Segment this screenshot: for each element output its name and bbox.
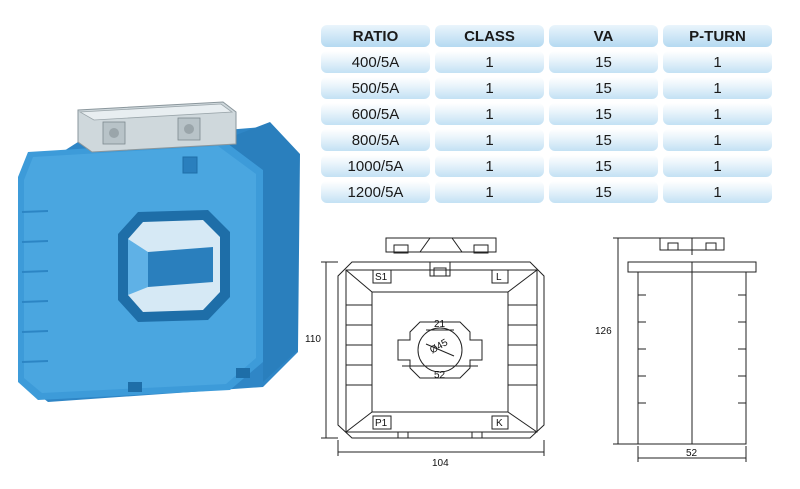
cell-va: 15 (549, 77, 658, 99)
table-row: 800/5A 1 15 1 (321, 129, 777, 155)
window-top-label: 21 (434, 319, 446, 330)
front-height-label: 110 (305, 334, 321, 345)
cell-class: 1 (435, 51, 544, 73)
table-row: 1000/5A 1 15 1 (321, 155, 777, 181)
front-view-labels: 110 104 21 52 Ø45 S1 L P1 K (305, 272, 503, 469)
cell-p-turn: 1 (663, 129, 772, 151)
table-row: 1200/5A 1 15 1 (321, 181, 777, 207)
terminal-p1-label: P1 (375, 418, 388, 429)
front-width-label: 104 (432, 458, 449, 469)
side-view-drawing (613, 237, 757, 462)
cell-ratio: 600/5A (321, 103, 430, 125)
header-p-turn: P-TURN (663, 25, 772, 47)
terminal-cover (77, 101, 237, 153)
table-row: 500/5A 1 15 1 (321, 77, 777, 103)
side-height-label: 126 (595, 326, 612, 337)
cell-p-turn: 1 (663, 103, 772, 125)
window-width-label: 52 (434, 370, 446, 381)
header-class: CLASS (435, 25, 544, 47)
cell-va: 15 (549, 103, 658, 125)
cell-ratio: 400/5A (321, 51, 430, 73)
cell-va: 15 (549, 155, 658, 177)
cell-ratio: 800/5A (321, 129, 430, 151)
cell-p-turn: 1 (663, 155, 772, 177)
current-transformer-photo (18, 101, 300, 402)
cell-class: 1 (435, 129, 544, 151)
terminal-s1-label: S1 (375, 272, 388, 283)
cell-p-turn: 1 (663, 77, 772, 99)
cell-ratio: 500/5A (321, 77, 430, 99)
cell-va: 15 (549, 129, 658, 151)
side-width-label: 52 (686, 448, 698, 459)
side-view-labels: 126 52 (595, 326, 698, 459)
table-row: 400/5A 1 15 1 (321, 51, 777, 77)
table-row: 600/5A 1 15 1 (321, 103, 777, 129)
header-ratio: RATIO (321, 25, 430, 47)
spec-table: RATIO CLASS VA P-TURN 400/5A 1 15 1 500/… (321, 25, 777, 207)
cell-class: 1 (435, 155, 544, 177)
table-header-row: RATIO CLASS VA P-TURN (321, 25, 777, 51)
cell-class: 1 (435, 181, 544, 203)
terminal-l-label: L (496, 272, 502, 283)
cell-p-turn: 1 (663, 181, 772, 203)
header-va: VA (549, 25, 658, 47)
cell-ratio: 1000/5A (321, 155, 430, 177)
cell-class: 1 (435, 77, 544, 99)
cell-p-turn: 1 (663, 51, 772, 73)
front-view-drawing (321, 237, 545, 456)
cell-va: 15 (549, 51, 658, 73)
cell-ratio: 1200/5A (321, 181, 430, 203)
cell-class: 1 (435, 103, 544, 125)
cell-va: 15 (549, 181, 658, 203)
terminal-k-label: K (496, 418, 503, 429)
